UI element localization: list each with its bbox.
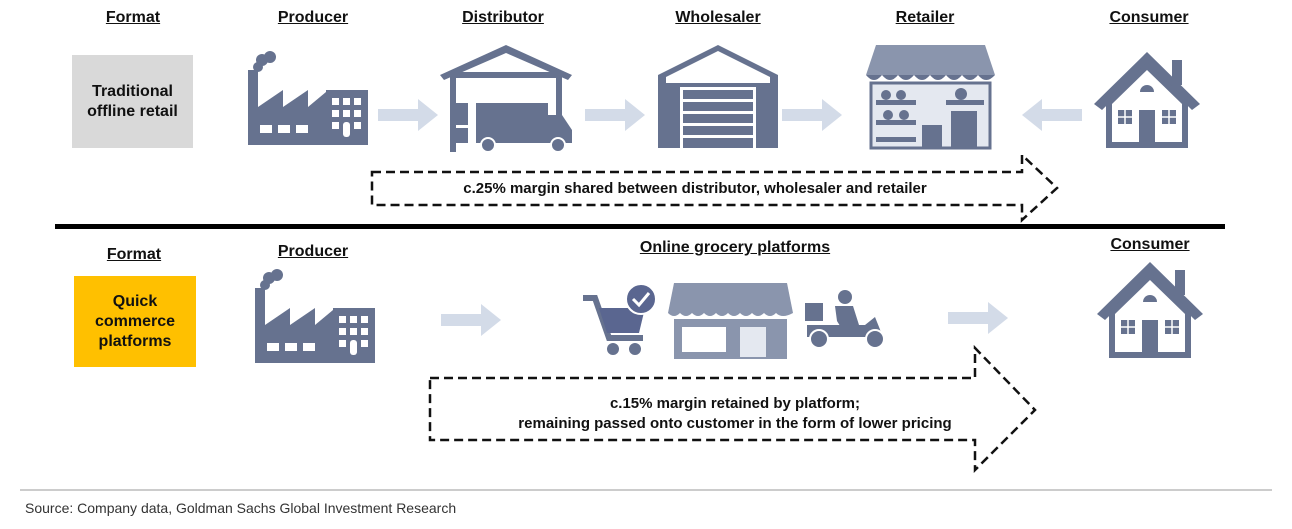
header-distributor: Distributor (462, 9, 544, 26)
consumer-house-icon (1096, 261, 1204, 359)
header-format: Format (105, 9, 161, 26)
margin-note-quick-commerce-line2: remaining passed onto customer in the fo… (518, 415, 952, 432)
distributor-warehouse-truck-icon (440, 45, 572, 153)
header-consumer: Consumer (1110, 236, 1190, 253)
margin-note-traditional: c.25% margin shared between distributor,… (463, 180, 927, 197)
format-box-quick-commerce (74, 276, 196, 367)
header-wholesaler: Wholesaler (675, 9, 761, 26)
section-divider (55, 224, 1225, 229)
margin-arrow-traditional (370, 152, 1059, 223)
header-online-grocery-platforms: Online grocery platforms (639, 239, 831, 256)
right-arrow-icon (378, 99, 438, 131)
format-traditional-label: Traditional offline retail (87, 82, 178, 120)
right-arrow-icon (585, 99, 645, 131)
header-producer: Producer (277, 243, 349, 260)
header-retailer: Retailer (895, 9, 955, 26)
source-note: Source: Company data, Goldman Sachs Glob… (25, 500, 457, 516)
format-box-traditional (72, 55, 193, 148)
header-consumer: Consumer (1109, 9, 1189, 26)
factory-icon (255, 269, 375, 363)
header-format: Format (106, 246, 162, 263)
delivery-scooter-icon (805, 290, 885, 349)
shopping-cart-check-icon (583, 283, 657, 355)
online-store-icon (668, 283, 793, 359)
factory-icon (248, 51, 368, 145)
margin-note-quick-commerce-line1: c.15% margin retained by platform; (609, 395, 861, 412)
header-producer: Producer (277, 9, 349, 26)
right-arrow-icon (782, 99, 842, 131)
consumer-house-icon (1093, 51, 1201, 149)
margin-arrow-quick-commerce (428, 344, 1037, 474)
right-arrow-icon (441, 304, 501, 336)
retailer-store-icon (866, 45, 995, 150)
right-arrow-icon (948, 302, 1008, 334)
left-arrow-icon (1022, 99, 1082, 131)
format-quick-commerce-label: Quick commerce platforms (94, 292, 176, 350)
wholesaler-warehouse-icon (658, 45, 778, 148)
